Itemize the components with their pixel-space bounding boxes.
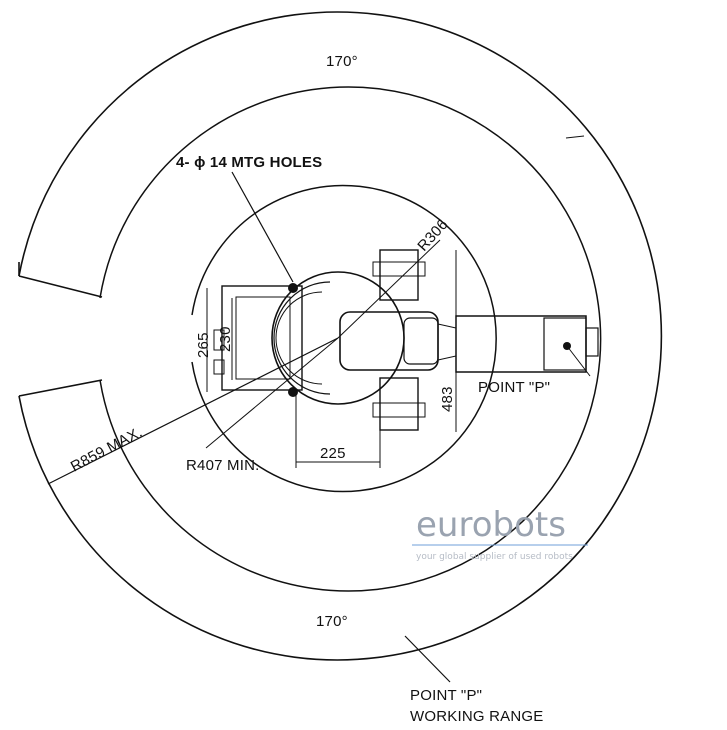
turret-inner-arc	[273, 281, 331, 395]
dim-265-label: 265	[195, 332, 212, 358]
motor-block-top	[379, 249, 419, 301]
outer-range-cut-top-edge	[18, 275, 103, 298]
dim-225-label: 225	[320, 445, 346, 462]
angle-bottom-label: 170°	[316, 613, 348, 630]
top-angle-tick	[565, 135, 585, 139]
arm-joint-line-2	[437, 355, 457, 361]
point-p-leader-line	[566, 345, 591, 377]
watermark-tagline: your global supplier of used robots	[416, 552, 573, 562]
point-p-label: POINT "P"	[478, 379, 550, 396]
holes-leader-line	[231, 171, 294, 283]
base-tab-top	[213, 329, 225, 351]
angle-top-label: 170°	[326, 53, 358, 70]
radius-arm-label: R306	[414, 216, 451, 255]
motor-block-top-cap	[372, 261, 426, 277]
watermark-brand: eurobots	[416, 505, 566, 545]
motor-block-bottom-cap	[372, 402, 426, 418]
working-range-label-line1: POINT "P"	[410, 687, 482, 704]
motor-block-bottom	[379, 377, 419, 431]
turret-inner-arc-2	[275, 291, 323, 385]
radius-max-label: R859 MAX.	[68, 424, 145, 476]
arm-joint-line	[437, 323, 457, 329]
working-range-label-line2: WORKING RANGE	[410, 708, 543, 725]
mounting-holes-label: 4- ϕ 14 MTG HOLES	[176, 154, 322, 171]
wrist-flange	[585, 327, 599, 357]
mounting-hole-top	[288, 283, 298, 293]
middle-range-arc	[99, 86, 602, 592]
base-plate	[221, 285, 303, 391]
outer-working-range-arc	[18, 11, 663, 661]
arm-joint	[403, 317, 439, 365]
base-tab-bottom	[213, 359, 225, 375]
working-range-leader	[404, 635, 451, 683]
dim-483-label: 483	[439, 386, 456, 412]
radius-min-label: R407 MIN.	[186, 457, 260, 474]
base-plate-inner	[235, 296, 291, 380]
eurobots-watermark: eurobots your global supplier of used ro…	[412, 505, 588, 562]
r859-line	[47, 337, 339, 485]
r306-line	[337, 239, 441, 339]
inner-minimum-range-arc	[191, 184, 497, 493]
outer-range-cut-bottom-edge	[18, 379, 103, 397]
r407-line	[205, 337, 339, 449]
arm-body	[339, 311, 439, 371]
dim-230-label: 230	[217, 326, 234, 352]
